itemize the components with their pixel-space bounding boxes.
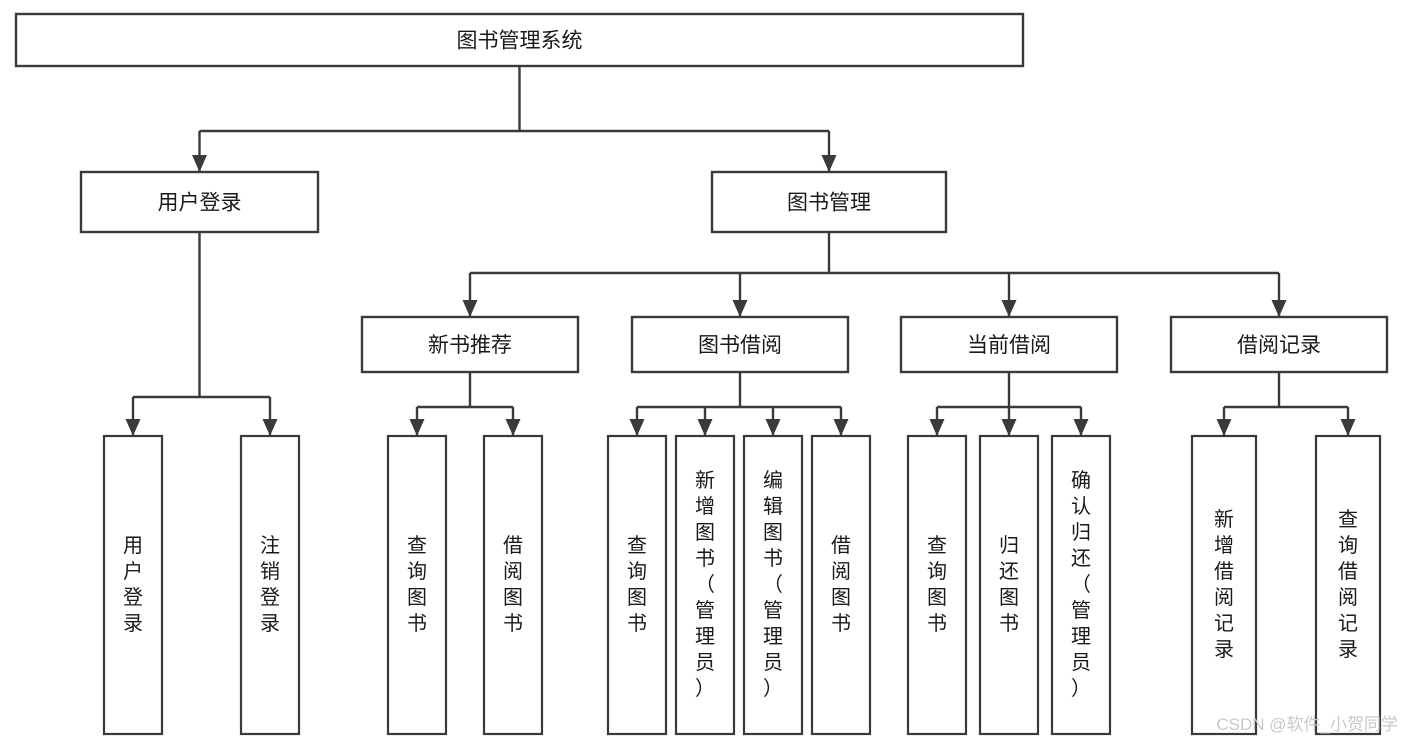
node-leaf-query-book-borrow-label: 查询图书 [627, 534, 647, 635]
node-leaf-edit-book-admin[interactable]: 编辑图书（管理员） [742, 434, 804, 736]
node-leaf-query-borrow-record-label: 查询借阅记录 [1338, 508, 1358, 661]
node-leaf-edit-book-admin-box[interactable] [742, 434, 804, 736]
node-book-manage-label: 图书管理 [787, 192, 871, 215]
node-leaf-user-login-box[interactable] [102, 434, 164, 736]
node-leaf-borrow-book-box[interactable] [810, 434, 872, 736]
node-leaf-return-book[interactable]: 归还图书 [978, 434, 1040, 736]
node-new-book-recommend-label: 新书推荐 [428, 334, 512, 357]
node-leaf-borrow-book-recommend[interactable]: 借阅图书 [482, 434, 544, 736]
node-leaf-add-book-admin-box[interactable] [674, 434, 736, 736]
arrow-head-icon [1001, 419, 1017, 436]
watermark-label: CSDN @软件_小贺同学 [1216, 715, 1398, 734]
node-book-borrow-label: 图书借阅 [698, 334, 782, 357]
node-leaf-confirm-return-admin[interactable]: 确认归还（管理员） [1050, 434, 1112, 736]
node-book-manage[interactable]: 图书管理 [710, 170, 948, 234]
node-layer: 图书管理系统用户登录图书管理新书推荐图书借阅当前借阅借阅记录用户登录注销登录查询… [14, 12, 1389, 736]
node-book-borrow[interactable]: 图书借阅 [630, 315, 850, 374]
node-leaf-add-borrow-record[interactable]: 新增借阅记录 [1190, 434, 1258, 736]
node-leaf-add-borrow-record-label: 新增借阅记录 [1214, 508, 1234, 661]
node-current-borrow[interactable]: 当前借阅 [899, 315, 1119, 374]
node-leaf-user-login[interactable]: 用户登录 [102, 434, 164, 736]
arrow-head-icon [1340, 419, 1356, 436]
node-leaf-user-login-label: 用户登录 [123, 535, 143, 635]
node-leaf-add-book-admin-label: 新增图书（管理员） [695, 469, 715, 700]
connector-layer [125, 66, 1356, 436]
node-leaf-borrow-book-label: 借阅图书 [831, 534, 851, 635]
node-leaf-borrow-book[interactable]: 借阅图书 [810, 434, 872, 736]
node-leaf-query-borrow-record-box[interactable] [1314, 434, 1382, 736]
arrow-head-icon [192, 155, 207, 172]
node-leaf-edit-book-admin-label: 编辑图书（管理员） [763, 469, 783, 700]
arrow-head-icon [929, 419, 945, 436]
arrow-head-icon [821, 155, 837, 172]
node-leaf-query-book-current-label: 查询图书 [927, 534, 947, 635]
node-leaf-logout-login-label: 注销登录 [260, 534, 280, 635]
node-leaf-logout-login[interactable]: 注销登录 [239, 434, 301, 736]
node-leaf-query-borrow-record[interactable]: 查询借阅记录 [1314, 434, 1382, 736]
arrow-head-icon [629, 419, 645, 436]
arrow-head-icon [833, 419, 849, 436]
node-book-manage-box[interactable] [710, 170, 948, 234]
node-leaf-confirm-return-admin-label: 确认归还（管理员） [1071, 469, 1091, 700]
node-leaf-query-book-recommend-label: 查询图书 [407, 534, 427, 635]
node-borrow-record[interactable]: 借阅记录 [1169, 315, 1389, 374]
node-leaf-add-borrow-record-box[interactable] [1190, 434, 1258, 736]
node-user-login-box[interactable] [79, 170, 320, 234]
node-leaf-return-book-box[interactable] [978, 434, 1040, 736]
node-book-borrow-box[interactable] [630, 315, 850, 374]
node-user-login[interactable]: 用户登录 [79, 170, 320, 234]
arrow-head-icon [697, 419, 713, 436]
node-leaf-query-book-borrow[interactable]: 查询图书 [606, 434, 668, 736]
node-leaf-query-book-recommend[interactable]: 查询图书 [386, 434, 448, 736]
node-leaf-borrow-book-recommend-box[interactable] [482, 434, 544, 736]
arrow-head-icon [1271, 300, 1287, 317]
node-leaf-query-book-current-box[interactable] [906, 434, 968, 736]
arrow-head-icon [505, 419, 521, 436]
node-borrow-record-label: 借阅记录 [1237, 334, 1321, 357]
arrow-head-icon [1001, 300, 1017, 317]
arrow-head-icon [262, 419, 278, 436]
arrow-head-icon [732, 300, 748, 317]
node-leaf-borrow-book-recommend-label: 借阅图书 [503, 534, 523, 635]
arrow-head-icon [462, 300, 478, 317]
root-node[interactable]: 图书管理系统 [14, 12, 1025, 68]
arrow-head-icon [409, 419, 425, 436]
node-new-book-recommend[interactable]: 新书推荐 [360, 315, 580, 374]
node-leaf-confirm-return-admin-box[interactable] [1050, 434, 1112, 736]
root-node-label: 图书管理系统 [457, 30, 583, 53]
node-new-book-recommend-box[interactable] [360, 315, 580, 374]
node-current-borrow-box[interactable] [899, 315, 1119, 374]
node-user-login-label: 用户登录 [158, 192, 242, 215]
node-leaf-add-book-admin[interactable]: 新增图书（管理员） [674, 434, 736, 736]
arrow-head-icon [1073, 419, 1089, 436]
node-leaf-query-book-borrow-box[interactable] [606, 434, 668, 736]
node-leaf-query-book-current[interactable]: 查询图书 [906, 434, 968, 736]
node-leaf-logout-login-box[interactable] [239, 434, 301, 736]
node-current-borrow-label: 当前借阅 [967, 334, 1051, 357]
arrow-head-icon [125, 419, 141, 436]
root-node-box[interactable] [14, 12, 1025, 68]
node-leaf-return-book-label: 归还图书 [999, 534, 1019, 635]
node-leaf-query-book-recommend-box[interactable] [386, 434, 448, 736]
arrow-head-icon [1216, 419, 1232, 436]
arrow-head-icon [765, 419, 781, 436]
node-borrow-record-box[interactable] [1169, 315, 1389, 374]
